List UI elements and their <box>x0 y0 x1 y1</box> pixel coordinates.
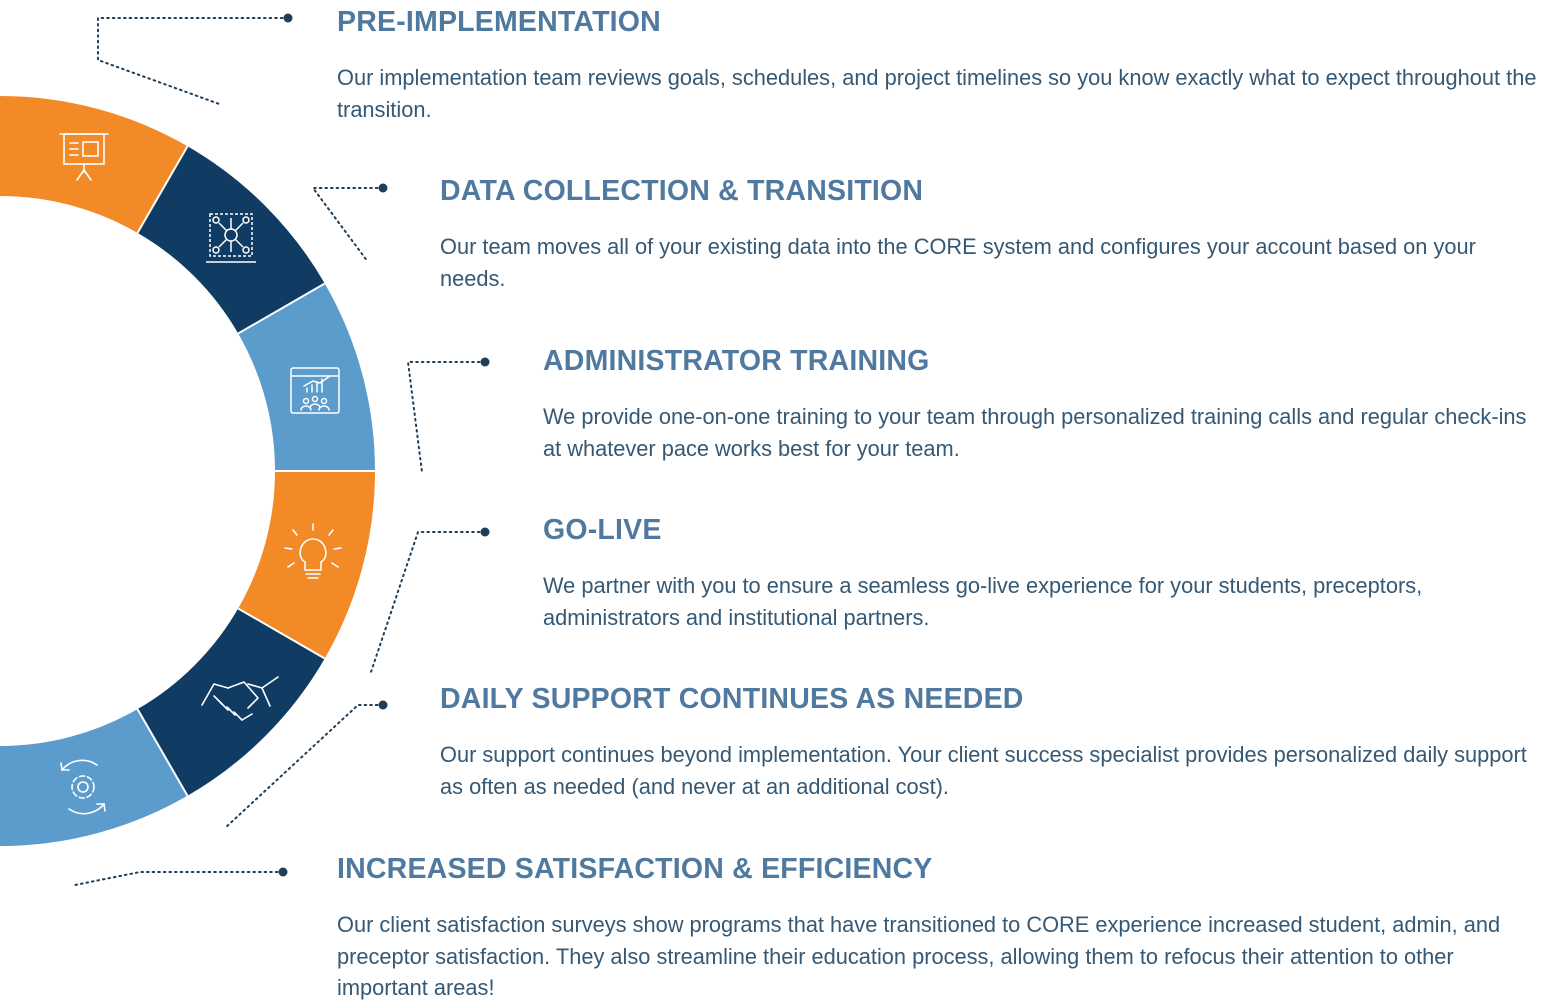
step-data-collection: DATA COLLECTION & TRANSITION Our team mo… <box>440 173 1537 294</box>
segment-daily-support <box>137 608 325 796</box>
step-title: GO-LIVE <box>543 514 662 546</box>
connector-dot <box>480 357 490 367</box>
step-go-live: GO-LIVE We partner with you to ensure a … <box>543 512 1537 633</box>
step-administrator-training: ADMINISTRATOR TRAINING We provide one-on… <box>543 343 1537 464</box>
step-description: Our implementation team reviews goals, s… <box>337 65 1537 122</box>
step-description: We provide one-on-one training to your t… <box>543 404 1527 461</box>
step-title: PRE-IMPLEMENTATION <box>337 6 661 38</box>
step-description: Our team moves all of your existing data… <box>440 234 1476 291</box>
step-description: Our support continues beyond implementat… <box>440 742 1527 799</box>
connector-pre-implementation <box>97 17 289 106</box>
connector-go-live <box>370 531 486 673</box>
gear-cycle-icon <box>60 759 106 815</box>
connector-dot <box>480 527 490 537</box>
step-description: We partner with you to ensure a seamless… <box>543 573 1423 630</box>
step-daily-support: DAILY SUPPORT CONTINUES AS NEEDED Our su… <box>440 681 1537 802</box>
connector-dot <box>378 183 388 193</box>
data-network-icon <box>206 213 256 263</box>
step-title: DAILY SUPPORT CONTINUES AS NEEDED <box>440 683 1024 715</box>
segment-data-collection <box>137 146 325 334</box>
step-pre-implementation: PRE-IMPLEMENTATION Our implementation te… <box>337 4 1537 125</box>
process-wheel <box>0 13 490 886</box>
training-chart-icon <box>290 367 340 414</box>
connector-increased-satisfaction <box>74 871 284 886</box>
connector-dot <box>278 867 288 877</box>
segment-go-live <box>238 471 376 659</box>
step-title: ADMINISTRATOR TRAINING <box>543 345 930 377</box>
lightbulb-icon <box>284 523 342 579</box>
segment-administrator-training <box>238 283 375 471</box>
connector-dot <box>283 13 293 23</box>
connector-data-collection <box>311 187 384 263</box>
step-increased-satisfaction: INCREASED SATISFACTION & EFFICIENCY Our … <box>337 851 1537 1004</box>
connector-dot <box>378 700 388 710</box>
handshake-icon <box>201 676 279 721</box>
presentation-board-icon <box>59 133 109 181</box>
step-title: INCREASED SATISFACTION & EFFICIENCY <box>337 853 933 885</box>
step-description: Our client satisfaction surveys show pro… <box>337 912 1501 1000</box>
step-title: DATA COLLECTION & TRANSITION <box>440 175 924 207</box>
segment-increased-satisfaction <box>0 709 188 846</box>
connector-daily-support <box>224 704 384 829</box>
connector-administrator-training <box>406 361 486 473</box>
